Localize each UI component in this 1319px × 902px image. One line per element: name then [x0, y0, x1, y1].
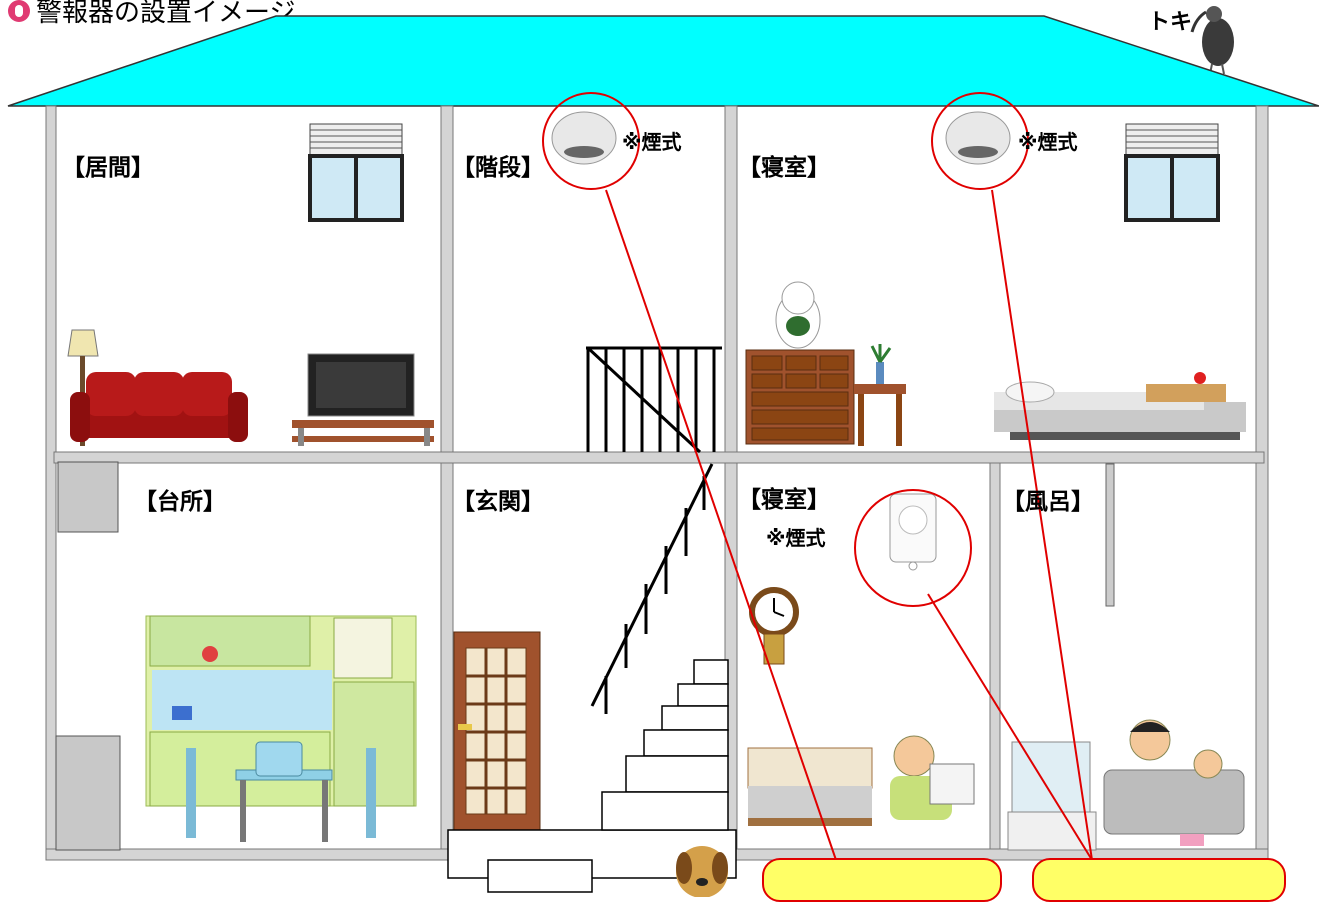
room-label-kitchen: 【台所】 — [134, 489, 226, 515]
stair-handrail — [590, 463, 714, 714]
fridge-box — [55, 735, 121, 851]
wall-clock-icon — [749, 587, 799, 665]
staircase — [601, 659, 729, 831]
alarm-badge-icon — [8, 0, 30, 22]
smoke-type-note: ※煙式 — [622, 130, 682, 154]
sofa-icon — [70, 372, 248, 442]
roof — [7, 15, 1319, 107]
room-label-bath: 【風呂】 — [1002, 489, 1094, 515]
room-label-entrance: 【玄関】 — [452, 489, 544, 515]
callout-box — [762, 858, 1002, 902]
wall-detector-icon — [889, 493, 937, 571]
smoke-type-note: ※煙式 — [1018, 130, 1078, 154]
highlight-circles — [542, 92, 1029, 607]
bed-icon — [747, 747, 873, 826]
window-blinds-icon — [1124, 123, 1220, 222]
dog-icon — [676, 846, 728, 897]
bird-label: トキ — [1148, 10, 1193, 35]
bird-icon — [1190, 6, 1234, 75]
side-table-icon — [854, 344, 906, 446]
room-label-stairs: 【階段】 — [452, 155, 544, 181]
stair-railing — [586, 346, 722, 454]
bathing-family-icon — [1103, 719, 1245, 846]
smoke-type-note: ※煙式 — [766, 526, 826, 550]
callout-box — [1032, 858, 1286, 902]
smoke-detector-icon — [945, 111, 1011, 165]
front-door-icon — [453, 631, 541, 831]
grandpa-reading-icon — [890, 735, 975, 820]
bath-partition — [1105, 463, 1115, 607]
tv-icon — [292, 353, 434, 446]
smoke-detector-icon — [551, 111, 617, 165]
dresser-icon — [745, 349, 855, 445]
leader-lines — [605, 189, 1093, 861]
room-label-living: 【居間】 — [62, 155, 154, 181]
bed-icon — [994, 372, 1246, 440]
wall-cabinet — [57, 461, 119, 533]
dining-table-icon — [186, 741, 376, 842]
room-label-bedroom-lower: 【寝室】 — [738, 487, 830, 513]
room-label-bedroom-upper: 【寝室】 — [738, 155, 830, 181]
window-blinds-icon — [308, 123, 404, 222]
lucky-cat-icon — [775, 281, 821, 349]
